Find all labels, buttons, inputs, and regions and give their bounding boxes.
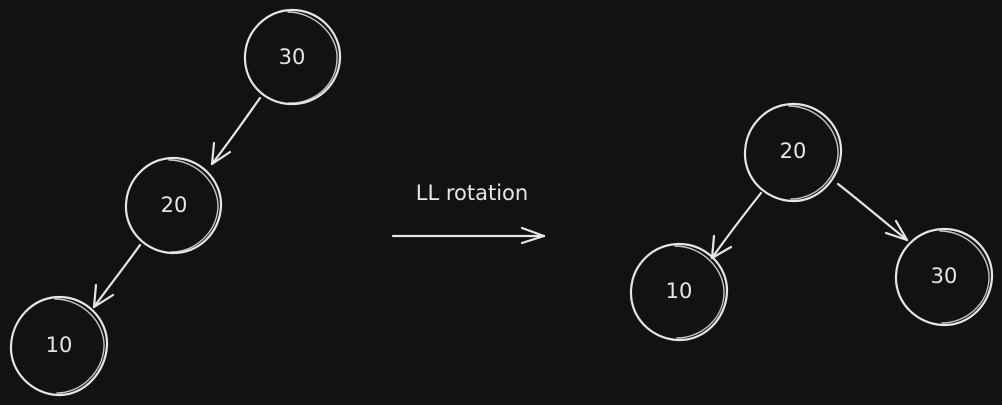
rotation-label: LL rotation — [416, 181, 528, 205]
before-edge-30-20 — [210, 96, 262, 166]
rotation-transition: LL rotation — [391, 181, 546, 245]
before-edge-20-10 — [92, 243, 142, 309]
after-node-30-label: 30 — [931, 264, 958, 288]
after-node-30: 30 — [894, 227, 994, 327]
before-node-30-label: 30 — [279, 45, 306, 69]
before-node-30: 30 — [243, 8, 342, 106]
before-node-10: 10 — [9, 295, 109, 397]
after-edge-20-30 — [836, 182, 909, 242]
after-node-10-label: 10 — [666, 279, 693, 303]
after-node-20: 20 — [743, 102, 843, 203]
after-node-10: 10 — [629, 242, 729, 342]
rotation-arrow — [391, 226, 546, 245]
before-node-20-label: 20 — [161, 193, 188, 217]
before-tree: 30 20 10 — [9, 8, 342, 397]
after-node-20-label: 20 — [780, 139, 807, 163]
before-node-20: 20 — [124, 156, 223, 255]
after-edge-20-10 — [710, 191, 763, 260]
after-tree: 20 10 30 — [629, 102, 994, 342]
before-node-10-label: 10 — [46, 333, 73, 357]
